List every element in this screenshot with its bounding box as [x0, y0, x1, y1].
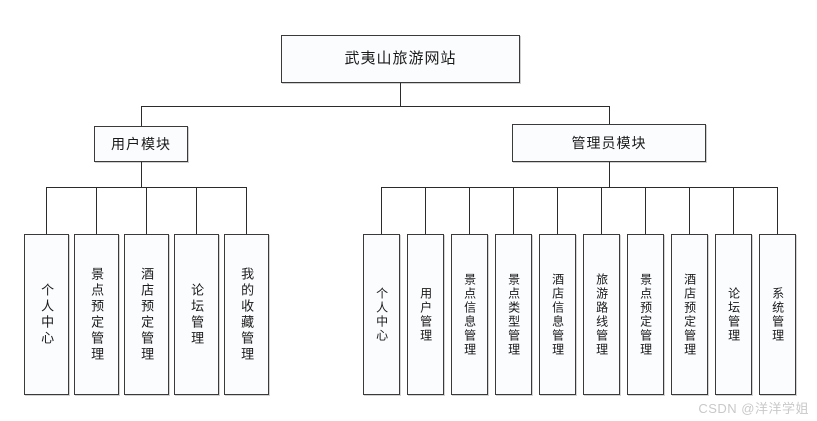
node-user-item-5-label: 我的收藏管理	[239, 266, 255, 363]
connector-drop-user-1	[46, 187, 47, 234]
connector-drop-admin-1	[381, 187, 382, 234]
node-admin-item-8-label: 酒店预定管理	[682, 272, 697, 357]
node-admin-item-10-label: 系统管理	[770, 286, 785, 343]
node-admin-item-4[interactable]: 景点类型管理	[495, 234, 532, 395]
connector-drop-admin-7	[645, 187, 646, 234]
node-admin-item-7-label: 景点预定管理	[638, 272, 653, 357]
node-user-item-5[interactable]: 我的收藏管理	[224, 234, 269, 395]
connector-drop-admin-10	[777, 187, 778, 234]
node-admin-item-3[interactable]: 景点信息管理	[451, 234, 488, 395]
connector-top-bus	[141, 106, 610, 107]
node-admin-item-10[interactable]: 系统管理	[759, 234, 796, 395]
connector-drop-admin-6	[601, 187, 602, 234]
node-root-label: 武夷山旅游网站	[344, 50, 457, 68]
node-admin-item-2-label: 用户管理	[418, 286, 433, 343]
connector-drop-admin-module	[609, 106, 610, 124]
connector-drop-user-module	[141, 106, 142, 126]
node-user-item-1[interactable]: 个人中心	[24, 234, 69, 395]
connector-root-stem	[400, 83, 401, 106]
node-admin-item-6-label: 旅游路线管理	[594, 272, 609, 357]
watermark: CSDN @洋洋学姐	[698, 401, 809, 416]
node-root[interactable]: 武夷山旅游网站	[281, 35, 520, 83]
node-module-user-label: 用户模块	[111, 135, 171, 152]
node-admin-item-1[interactable]: 个人中心	[363, 234, 400, 395]
node-module-admin-label: 管理员模块	[571, 134, 647, 151]
node-admin-item-6[interactable]: 旅游路线管理	[583, 234, 620, 395]
node-admin-item-3-label: 景点信息管理	[462, 272, 477, 357]
connector-drop-admin-4	[513, 187, 514, 234]
node-user-item-4[interactable]: 论坛管理	[174, 234, 219, 395]
node-admin-item-9[interactable]: 论坛管理	[715, 234, 752, 395]
connector-drop-admin-9	[733, 187, 734, 234]
node-admin-item-1-label: 个人中心	[374, 286, 389, 343]
connector-drop-admin-2	[425, 187, 426, 234]
connector-admin-stem	[609, 162, 610, 187]
node-user-item-2[interactable]: 景点预定管理	[74, 234, 119, 395]
node-admin-item-7[interactable]: 景点预定管理	[627, 234, 664, 395]
node-user-item-3-label: 酒店预定管理	[139, 266, 155, 363]
node-module-user[interactable]: 用户模块	[94, 126, 188, 162]
connector-drop-user-5	[246, 187, 247, 234]
node-user-item-1-label: 个人中心	[39, 282, 55, 347]
node-admin-item-4-label: 景点类型管理	[506, 272, 521, 357]
node-user-item-3[interactable]: 酒店预定管理	[124, 234, 169, 395]
connector-drop-user-2	[96, 187, 97, 234]
node-user-item-2-label: 景点预定管理	[89, 266, 105, 363]
node-admin-item-2[interactable]: 用户管理	[407, 234, 444, 395]
connector-drop-admin-8	[689, 187, 690, 234]
node-admin-item-9-label: 论坛管理	[726, 286, 741, 343]
connector-drop-admin-5	[557, 187, 558, 234]
connector-drop-user-3	[146, 187, 147, 234]
connector-drop-user-4	[196, 187, 197, 234]
node-module-admin[interactable]: 管理员模块	[512, 124, 706, 162]
connector-admin-bus	[381, 187, 778, 188]
connector-user-stem	[141, 162, 142, 187]
node-admin-item-5-label: 酒店信息管理	[550, 272, 565, 357]
node-admin-item-8[interactable]: 酒店预定管理	[671, 234, 708, 395]
node-admin-item-5[interactable]: 酒店信息管理	[539, 234, 576, 395]
connector-drop-admin-3	[469, 187, 470, 234]
node-user-item-4-label: 论坛管理	[189, 282, 205, 347]
